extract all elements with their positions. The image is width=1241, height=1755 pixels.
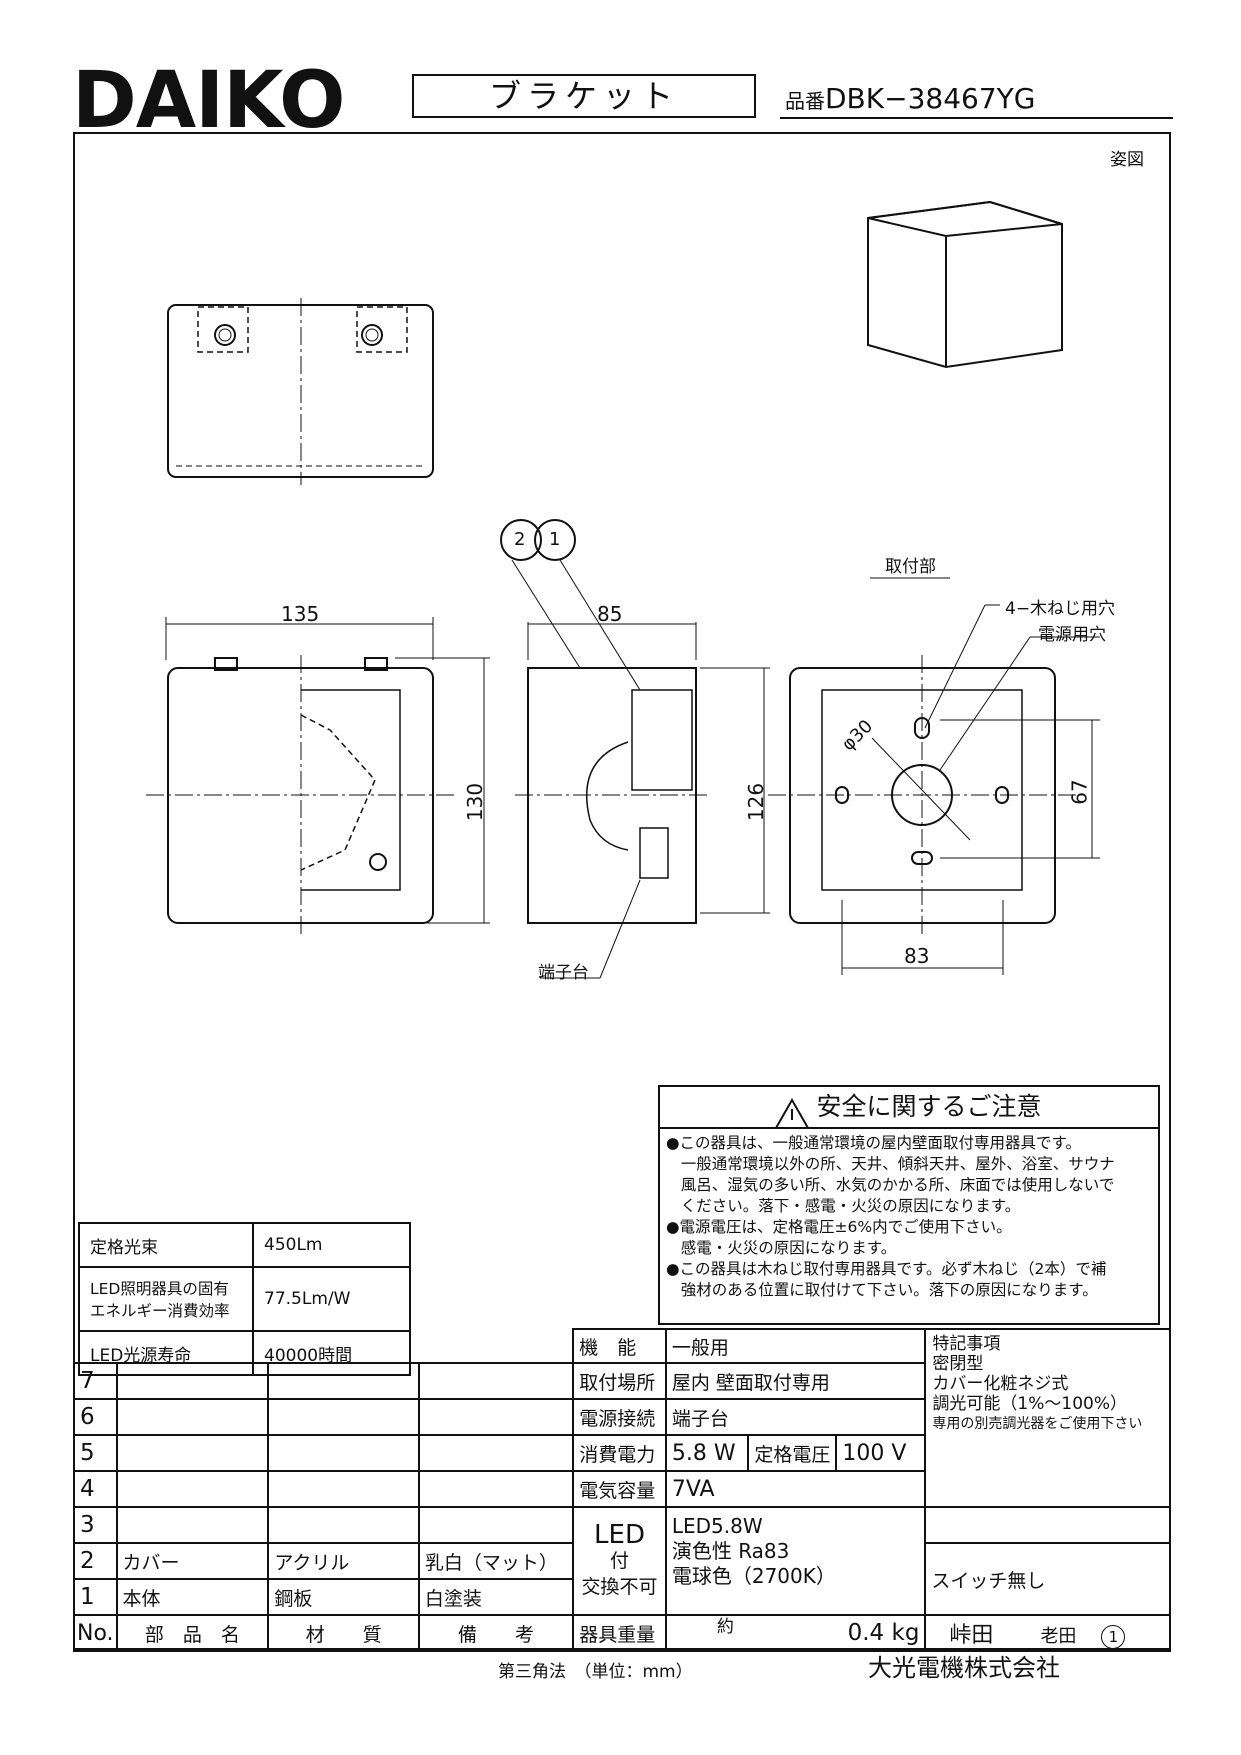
notes-line: カバー化粧ネジ式 [932, 1374, 1069, 1394]
dim-depth: 85 [597, 602, 623, 626]
part-remarks: 乳白（マット） [417, 1542, 575, 1580]
screw-hole-top [914, 717, 930, 739]
power-hole-label: 電源用穴 [1038, 625, 1106, 645]
part-number-label: 品番 [785, 89, 825, 113]
prop-label: 機 能 [572, 1328, 667, 1364]
dim-height: 130 [463, 782, 488, 822]
safety-title: 安全に関するご注意 [660, 1087, 1158, 1129]
part-no: 6 [73, 1398, 118, 1436]
part-material: アクリル [267, 1542, 420, 1580]
projection-note: 第三角法 （単位：mm） [498, 1662, 693, 1682]
callout-circle-1 [534, 519, 576, 561]
spec-label: 定格光束 [78, 1222, 254, 1268]
prop-value: 100 V [835, 1434, 927, 1472]
product-type-box: ブラケット [412, 74, 756, 118]
signoff-cell: 峠田 老田 1 [924, 1614, 1171, 1652]
spec-value: 77.5Lm/W [252, 1266, 411, 1332]
notes-line: 専用の別売調光器をご使用下さい [932, 1416, 1143, 1432]
part-number: 品番DBK−38467YG [785, 82, 1035, 115]
prop-value: 7VA [664, 1470, 927, 1508]
prop-value: 端子台 [664, 1398, 927, 1436]
prop-label: 消費電力 [572, 1434, 667, 1472]
spec-label: LED照明器具の固有 エネルギー消費効率 [78, 1266, 254, 1332]
dim-width: 135 [281, 602, 320, 626]
checked-by: 老田 [1040, 1626, 1077, 1647]
notes-title: 特記事項 [932, 1334, 1001, 1354]
part-number-value: DBK−38467YG [825, 82, 1036, 115]
switch-note: スイッチ無し [924, 1542, 1171, 1616]
dim-height2: 126 [744, 782, 769, 822]
prop-value: 屋内 壁面取付専用 [664, 1362, 927, 1400]
company-name: 大光電機株式会社 [868, 1654, 1060, 1682]
weight-value: 0.4 kg [847, 1620, 920, 1646]
safety-body: ●この器具は、一般通常環境の屋内壁面取付専用器具です。 一般通常環境以外の所、天… [666, 1134, 1115, 1299]
weight-approx: 約 [716, 1617, 734, 1637]
prop-value: 一般用 [664, 1328, 927, 1364]
prop-label: 取付場所 [572, 1362, 667, 1400]
notes-line: 密閉型 [932, 1354, 984, 1374]
part-no: 4 [73, 1470, 118, 1508]
mount-label: 取付部 [885, 557, 936, 577]
material-header: 材 質 [267, 1614, 420, 1652]
dim-mount-w: 83 [904, 944, 930, 968]
prop-label: 電源接続 [572, 1398, 667, 1436]
weight-value-cell: 約 0.4 kg [664, 1614, 927, 1652]
part-no: 5 [73, 1434, 118, 1472]
part-no: 7 [73, 1362, 118, 1400]
top-view-boss-left [197, 306, 249, 353]
dim-mount-h: 67 [1067, 779, 1092, 805]
prop-value: 5.8 W [664, 1434, 750, 1472]
callout-1: 1 [549, 529, 561, 550]
part-name: カバー [115, 1542, 270, 1580]
part-no: 2 [73, 1542, 118, 1580]
daiko-logo: DAIKO [72, 56, 345, 146]
safety-notice: 安全に関するご注意 ●この器具は、一般通常環境の屋内壁面取付専用器具です。 一般… [658, 1085, 1160, 1325]
power-hole [891, 764, 953, 826]
screw-holes-label: 4−木ねじ用穴 [1005, 599, 1116, 619]
notes-cell: 特記事項 密閉型 カバー化粧ネジ式 調光可能（1%〜100%） 専用の別売調光器… [924, 1328, 1171, 1508]
part-material: 鋼板 [267, 1578, 420, 1616]
callout-circle-2 [500, 519, 542, 561]
screw-hole-bottom [911, 851, 933, 865]
main-table: 機 能 一般用 特記事項 密閉型 カバー化粧ネジ式 調光可能（1%〜100%） … [73, 1328, 1171, 1652]
header-underline [780, 117, 1173, 119]
spec-value: 450Lm [252, 1222, 411, 1268]
part-remarks: 白塗装 [417, 1578, 575, 1616]
top-view-boss-right [356, 306, 408, 353]
drawn-by: 峠田 [949, 1623, 994, 1648]
name-header: 部 品 名 [115, 1614, 270, 1652]
terminal-label: 端子台 [538, 963, 589, 983]
prop-label: 電気容量 [572, 1470, 667, 1508]
part-no: 1 [73, 1578, 118, 1616]
remarks-header: 備 考 [417, 1614, 575, 1652]
part-name: 本体 [115, 1578, 270, 1616]
weight-label: 器具重量 [572, 1614, 667, 1652]
revision-mark: 1 [1101, 1625, 1126, 1649]
prop-label: 定格電圧 [747, 1434, 838, 1472]
part-no: 3 [73, 1506, 118, 1544]
notes-line: 調光可能（1%〜100%） [932, 1394, 1127, 1414]
no-header: No. [73, 1614, 118, 1652]
view-label: 姿図 [1110, 150, 1144, 170]
callout-2: 2 [514, 529, 526, 550]
